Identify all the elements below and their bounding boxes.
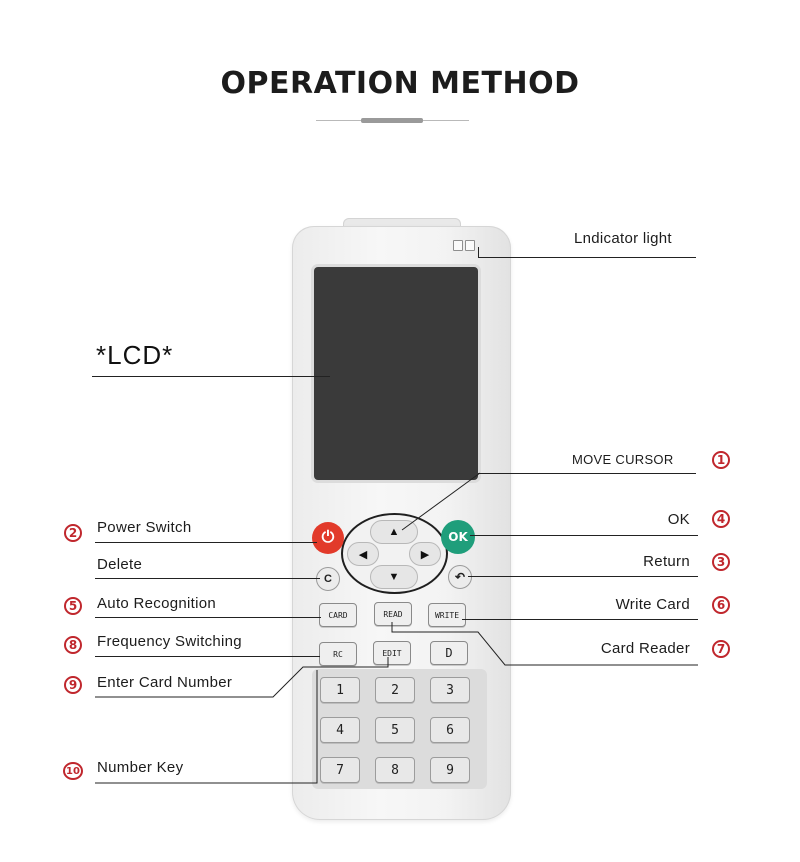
card-reader-label: Card Reader xyxy=(600,640,690,657)
indicator-leader-tick xyxy=(478,247,479,257)
number-key-leader xyxy=(95,670,318,784)
ok-label: OK xyxy=(667,511,690,528)
number-key-5[interactable]: 5 xyxy=(375,717,415,743)
write-card-leader-line xyxy=(462,619,698,620)
cursor-left-key[interactable]: ◀ xyxy=(347,542,379,566)
badge-7: 7 xyxy=(712,640,730,658)
number-key-7[interactable]: 7 xyxy=(320,757,360,783)
write-key[interactable]: WRITE xyxy=(428,603,466,627)
return-label: Return xyxy=(643,553,690,570)
enter-card-number-leader xyxy=(95,657,389,698)
frequency-switching-leader-line xyxy=(95,656,320,657)
number-key-8[interactable]: 8 xyxy=(375,757,415,783)
arrow-down-icon: ▼ xyxy=(388,571,400,583)
indicator-light-left xyxy=(453,240,463,251)
number-key-label: Number Key xyxy=(97,759,184,776)
power-switch-leader-line xyxy=(95,542,317,543)
enter-card-number-label: Enter Card Number xyxy=(97,674,233,691)
arrow-up-icon: ▲ xyxy=(388,526,400,538)
move-cursor-diagonal xyxy=(401,472,481,531)
badge-10: 10 xyxy=(63,762,83,780)
lcd-screen xyxy=(314,267,478,480)
card-key[interactable]: CARD xyxy=(319,603,357,627)
page-title: OPERATION METHOD xyxy=(220,66,580,101)
badge-6: 6 xyxy=(712,596,730,614)
number-key-9[interactable]: 9 xyxy=(430,757,470,783)
read-key[interactable]: READ xyxy=(374,602,412,626)
badge-5: 5 xyxy=(64,597,82,615)
edit-key[interactable]: EDIT xyxy=(373,641,411,665)
badge-8: 8 xyxy=(64,636,82,654)
power-switch-label: Power Switch xyxy=(97,519,192,536)
badge-3: 3 xyxy=(712,553,730,571)
d-key[interactable]: D xyxy=(430,641,468,665)
number-key-1[interactable]: 1 xyxy=(320,677,360,703)
rc-key[interactable]: RC xyxy=(319,642,357,666)
move-cursor-leader-line xyxy=(478,473,696,474)
arrow-right-icon: ▶ xyxy=(420,548,430,561)
lcd-leader-line xyxy=(92,376,330,377)
delete-leader-line xyxy=(95,578,320,579)
indicator-leader-line xyxy=(478,257,696,258)
ok-button[interactable]: OK xyxy=(441,520,475,554)
auto-recognition-leader-line xyxy=(95,617,321,618)
return-icon: ↶ xyxy=(454,570,466,584)
badge-2: 2 xyxy=(64,524,82,542)
power-icon: ⏻ xyxy=(321,529,335,546)
card-reader-leader xyxy=(391,622,698,666)
cursor-down-key[interactable]: ▼ xyxy=(370,565,418,589)
number-key-4[interactable]: 4 xyxy=(320,717,360,743)
indicator-light-label: Lndicator light xyxy=(574,230,672,247)
delete-button[interactable]: C xyxy=(316,567,340,591)
arrow-left-icon: ◀ xyxy=(358,548,368,561)
number-key-2[interactable]: 2 xyxy=(375,677,415,703)
return-button[interactable]: ↶ xyxy=(448,565,472,589)
badge-1: 1 xyxy=(712,451,730,469)
return-leader-line xyxy=(468,576,698,577)
badge-4: 4 xyxy=(712,510,730,528)
ok-leader-line xyxy=(470,535,698,536)
power-button[interactable]: ⏻ xyxy=(312,522,344,554)
indicator-light-right xyxy=(465,240,475,251)
move-cursor-label: MOVE CURSOR xyxy=(572,452,674,467)
title-divider-accent xyxy=(361,118,423,123)
delete-label: Delete xyxy=(97,556,143,573)
write-card-label: Write Card xyxy=(615,596,690,613)
frequency-switching-label: Frequency Switching xyxy=(97,633,242,650)
cursor-right-key[interactable]: ▶ xyxy=(409,542,441,566)
lcd-label: *LCD* xyxy=(96,340,174,370)
auto-recognition-label: Auto Recognition xyxy=(97,595,217,612)
number-key-6[interactable]: 6 xyxy=(430,717,470,743)
badge-9: 9 xyxy=(64,676,82,694)
number-key-3[interactable]: 3 xyxy=(430,677,470,703)
